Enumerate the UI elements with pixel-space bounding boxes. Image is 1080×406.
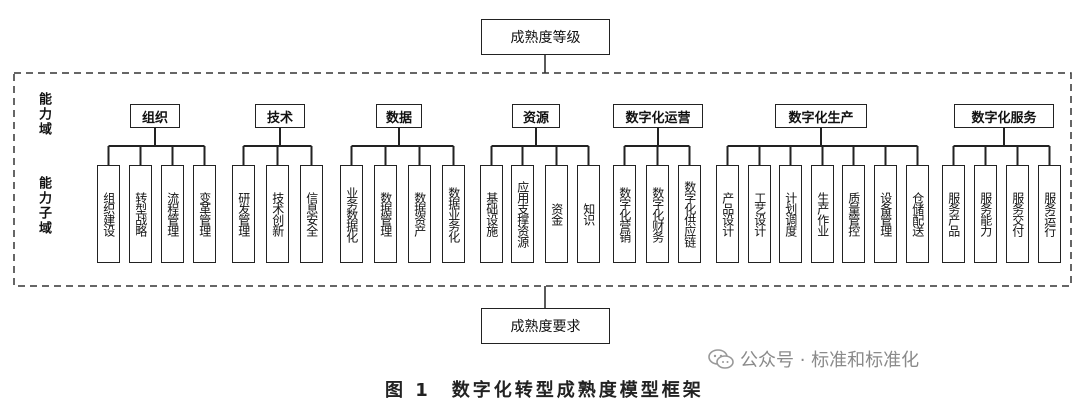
subdomain-knowledge: 知识 bbox=[577, 165, 600, 263]
subdomain-product-design: 产品设计 bbox=[716, 165, 739, 263]
figure-caption: 图 1 数字化转型成熟度模型框架 bbox=[385, 380, 704, 401]
subdomain-digital-finance: 数字化财务 bbox=[646, 165, 669, 263]
subdomain-warehouse-delivery: 仓储配送 bbox=[906, 165, 929, 263]
subdomain-transformation-strategy: 转型战略 bbox=[129, 165, 152, 263]
subdomain-data-businessification: 数据业务化 bbox=[442, 165, 465, 263]
domain-digital-service: 数字化服务 bbox=[954, 104, 1054, 128]
subdomain-organization-building: 组织建设 bbox=[97, 165, 120, 263]
capability-dashed-frame bbox=[13, 72, 1072, 287]
domain-resources: 资源 bbox=[512, 104, 560, 128]
subdomain-business-datafication: 业务数据化 bbox=[340, 165, 363, 263]
subdomain-process-design: 工艺设计 bbox=[748, 165, 771, 263]
subdomain-quality-control: 质量管控 bbox=[842, 165, 865, 263]
subdomain-process-management: 流程管理 bbox=[161, 165, 184, 263]
domain-digital-operation: 数字化运营 bbox=[613, 104, 703, 128]
subdomain-production-operation: 生产作业 bbox=[811, 165, 834, 263]
watermark: 公众号 · 标准和标准化 bbox=[708, 346, 919, 372]
domain-technology: 技术 bbox=[255, 104, 305, 128]
subdomain-data-management: 数据管理 bbox=[374, 165, 397, 263]
subdomain-service-products: 服务产品 bbox=[942, 165, 965, 263]
maturity-requirement-box: 成熟度要求 bbox=[481, 308, 610, 344]
capability-subdomain-label: 能力子域 bbox=[36, 176, 51, 236]
subdomain-planning-scheduling: 计划调度 bbox=[779, 165, 802, 263]
subdomain-digital-supply-chain: 数字化供应链 bbox=[678, 165, 701, 263]
subdomain-rd-management: 研发管理 bbox=[232, 165, 255, 263]
domain-digital-production: 数字化生产 bbox=[775, 104, 867, 128]
subdomain-info-security: 信息安全 bbox=[300, 165, 323, 263]
subdomain-service-capability: 服务能力 bbox=[974, 165, 997, 263]
domain-data: 数据 bbox=[376, 104, 422, 128]
subdomain-equipment-management: 设备管理 bbox=[874, 165, 897, 263]
subdomain-service-delivery: 服务交付 bbox=[1006, 165, 1029, 263]
capability-domain-label: 能力域 bbox=[36, 92, 51, 137]
subdomain-app-support-resources: 应用支撑资源 bbox=[511, 165, 534, 263]
subdomain-funds: 资金 bbox=[545, 165, 568, 263]
subdomain-infrastructure: 基础设施 bbox=[480, 165, 503, 263]
watermark-text: 公众号 · 标准和标准化 bbox=[740, 350, 920, 371]
subdomain-change-management: 变革管理 bbox=[193, 165, 216, 263]
subdomain-digital-marketing: 数字化营销 bbox=[613, 165, 636, 263]
maturity-level-box: 成熟度等级 bbox=[481, 19, 610, 55]
domain-organization: 组织 bbox=[130, 104, 180, 128]
subdomain-tech-innovation: 技术创新 bbox=[266, 165, 289, 263]
wechat-icon bbox=[708, 349, 734, 369]
subdomain-service-operation: 服务运行 bbox=[1038, 165, 1061, 263]
subdomain-data-assets: 数据资产 bbox=[408, 165, 431, 263]
